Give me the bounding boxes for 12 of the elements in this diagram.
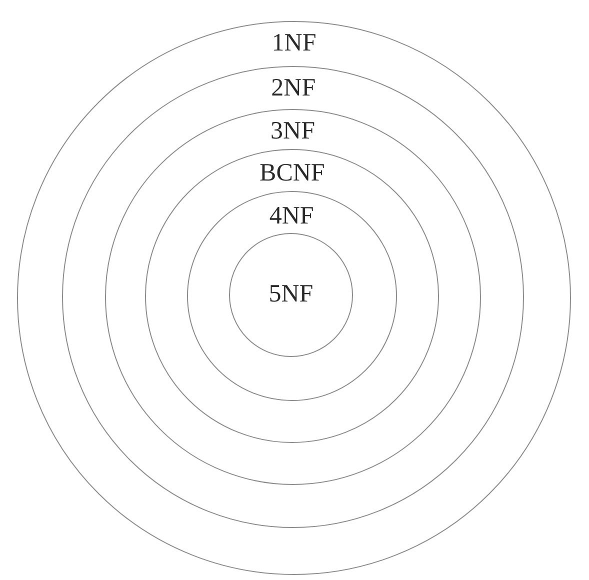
circle-label: BCNF (260, 160, 325, 186)
circle-label: 3NF (270, 118, 316, 144)
nested-circle (145, 149, 440, 444)
circle-label: 1NF (272, 30, 316, 56)
nested-circle (228, 232, 353, 357)
nested-circle (186, 190, 397, 401)
nested-circle (62, 66, 524, 528)
circle-label: 2NF (271, 75, 316, 100)
circle-label: 5NF (268, 282, 314, 307)
circle-label: 4NF (269, 203, 314, 228)
nested-circle (104, 108, 481, 485)
nested-circle (17, 21, 571, 575)
